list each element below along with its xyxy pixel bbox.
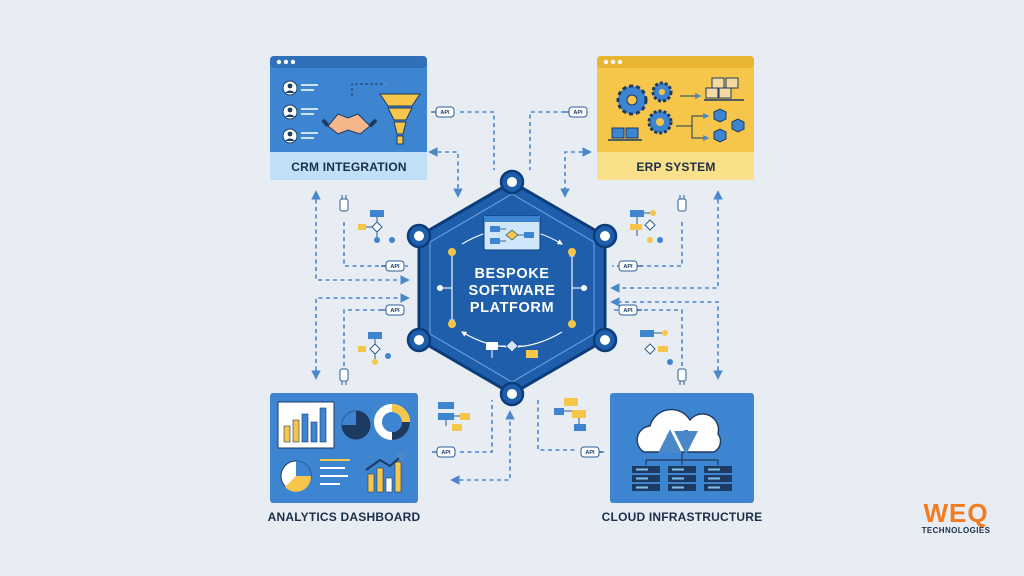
flowchart-icon bbox=[358, 210, 395, 243]
flowchart-icon bbox=[438, 402, 470, 431]
trend-chart-icon bbox=[365, 450, 408, 493]
api-plug-icon: API bbox=[381, 260, 405, 272]
bar-chart-icon bbox=[277, 401, 335, 449]
sales-funnel-icon bbox=[379, 93, 421, 145]
hub-bottom-flow-icon bbox=[486, 339, 538, 358]
api-plug-icon: API bbox=[564, 106, 588, 118]
plug-icon bbox=[339, 368, 349, 385]
brand-name: WEQ bbox=[923, 498, 988, 528]
cloud-infrastructure-panel[interactable]: CLOUD INFRASTRUCTURE bbox=[602, 393, 763, 524]
hub-vertex-nodes bbox=[406, 169, 618, 407]
distribution-icon bbox=[676, 108, 745, 143]
api-plug-icon: API bbox=[580, 446, 604, 458]
pallet-boxes-icon bbox=[608, 127, 642, 141]
api-plug-icon: API bbox=[381, 304, 405, 316]
api-plug-icon: API bbox=[431, 106, 455, 118]
svg-text:API: API bbox=[440, 110, 450, 116]
legend-lines bbox=[320, 459, 350, 485]
gear-icon bbox=[616, 81, 673, 135]
flowchart-icon bbox=[358, 332, 391, 365]
pie-chart-large-icon bbox=[280, 460, 312, 492]
connection-lines bbox=[311, 111, 723, 485]
svg-text:API: API bbox=[623, 264, 633, 270]
api-connectors: API API API API API API bbox=[339, 106, 687, 458]
flowchart-glyphs bbox=[358, 210, 673, 431]
contact-avatar-icon bbox=[282, 80, 318, 144]
brand-tagline: TECHNOLOGIES bbox=[922, 526, 991, 535]
brand-logo: WEQ TECHNOLOGIES bbox=[922, 498, 991, 535]
analytics-dashboard-panel[interactable]: ANALYTICS DASHBOARD bbox=[268, 393, 421, 524]
plug-icon bbox=[677, 195, 687, 212]
hub-title-line-3: PLATFORM bbox=[470, 300, 554, 316]
server-rack-icon bbox=[632, 466, 732, 491]
hub-flow-window-icon bbox=[483, 215, 541, 251]
crm-integration-panel[interactable]: CRM INTEGRATION bbox=[270, 56, 427, 180]
plug-icon bbox=[339, 195, 349, 212]
erp-system-panel[interactable]: ERP SYSTEM bbox=[597, 56, 754, 180]
crm-label: CRM INTEGRATION bbox=[291, 160, 406, 174]
svg-text:API: API bbox=[441, 450, 451, 456]
svg-text:API: API bbox=[585, 450, 595, 456]
hub-node-dots bbox=[437, 248, 587, 328]
flowchart-icon bbox=[640, 330, 673, 365]
svg-text:API: API bbox=[573, 110, 583, 116]
bespoke-platform-hub[interactable]: BESPOKE SOFTWARE PLATFORM bbox=[406, 169, 618, 407]
donut-chart-icon bbox=[374, 404, 410, 440]
cloud-label: CLOUD INFRASTRUCTURE bbox=[602, 510, 763, 524]
cloud-icon bbox=[636, 408, 722, 455]
flowchart-icon bbox=[630, 210, 663, 243]
svg-text:API: API bbox=[390, 264, 400, 270]
pie-chart-icon bbox=[341, 410, 371, 440]
flowchart-icon bbox=[554, 398, 586, 431]
api-plug-icon: API bbox=[432, 446, 456, 458]
hub-title-line-2: SOFTWARE bbox=[469, 283, 556, 299]
analytics-label: ANALYTICS DASHBOARD bbox=[268, 510, 421, 524]
api-plug-icon: API bbox=[618, 304, 642, 316]
hub-title-line-1: BESPOKE bbox=[474, 266, 549, 282]
warehouse-boxes-icon bbox=[680, 77, 744, 101]
plug-icon bbox=[677, 368, 687, 385]
handshake-icon bbox=[321, 113, 378, 135]
svg-text:API: API bbox=[390, 308, 400, 314]
svg-text:API: API bbox=[623, 308, 633, 314]
erp-label: ERP SYSTEM bbox=[636, 160, 715, 174]
api-plug-icon: API bbox=[618, 260, 642, 272]
